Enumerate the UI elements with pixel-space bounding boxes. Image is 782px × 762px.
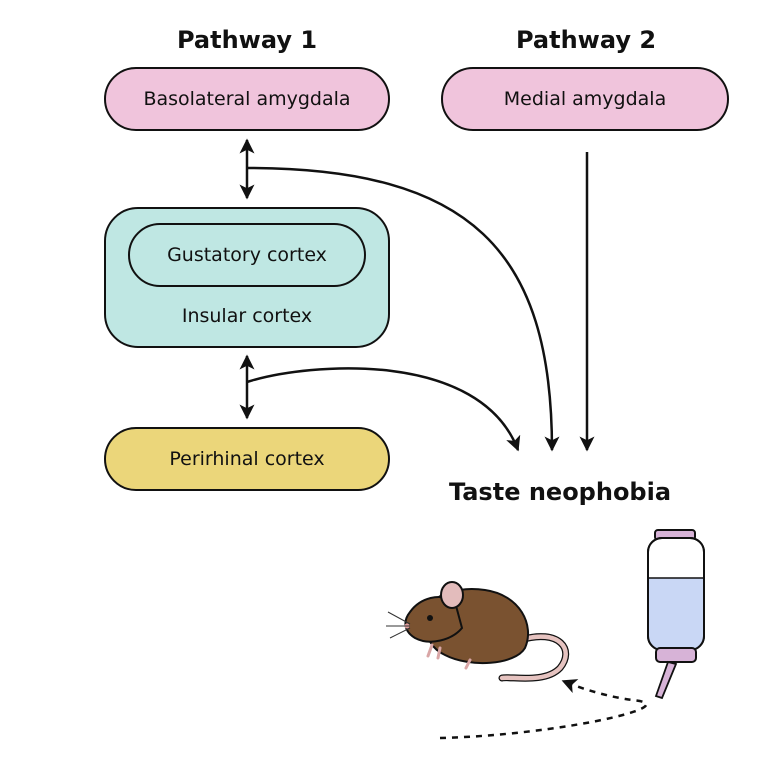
taste-neophobia-label: Taste neophobia bbox=[448, 478, 672, 506]
insular-cortex-node: Gustatory cortex Insular cortex bbox=[104, 207, 390, 348]
medial-amygdala-node: Medial amygdala bbox=[441, 67, 729, 131]
gustatory-cortex-node: Gustatory cortex bbox=[128, 223, 366, 287]
basolateral-amygdala-node: Basolateral amygdala bbox=[104, 67, 390, 131]
water-bottle-illustration bbox=[647, 529, 705, 700]
dotted-drinking-path bbox=[439, 679, 648, 740]
mouse-illustration bbox=[386, 581, 570, 682]
gustatory-cortex-label: Gustatory cortex bbox=[167, 244, 327, 266]
basolateral-amygdala-label: Basolateral amygdala bbox=[143, 88, 351, 110]
perirhinal-cortex-node: Perirhinal cortex bbox=[104, 427, 390, 491]
bla-to-neophobia-arrow bbox=[246, 166, 560, 452]
insular-to-neophobia-arrow bbox=[246, 367, 521, 452]
pathway-2-heading: Pathway 2 bbox=[515, 26, 657, 54]
perirhinal-cortex-label: Perirhinal cortex bbox=[169, 448, 325, 470]
pathway-1-heading: Pathway 1 bbox=[176, 26, 318, 54]
medial-amygdala-label: Medial amygdala bbox=[503, 88, 667, 110]
insular-cortex-label: Insular cortex bbox=[181, 305, 313, 327]
